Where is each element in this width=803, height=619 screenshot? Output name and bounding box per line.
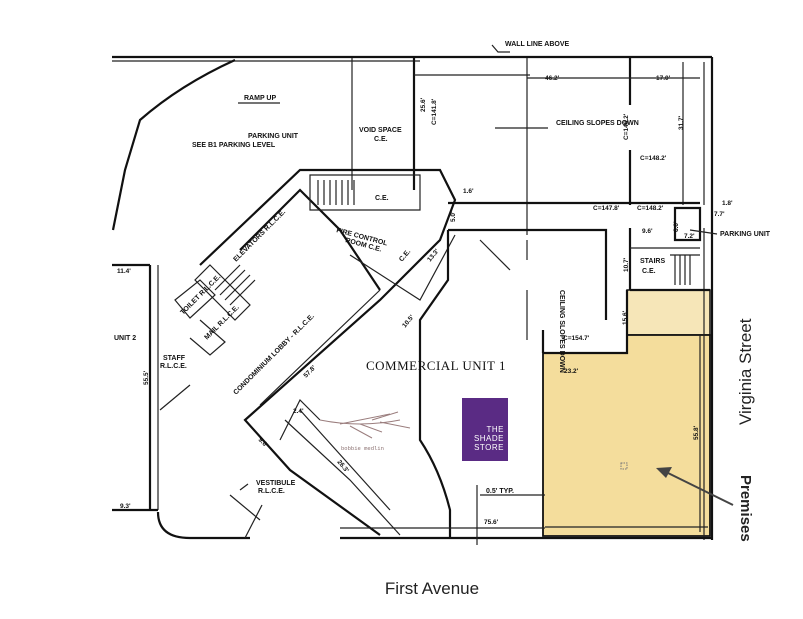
stairs-label: STAIRS — [640, 258, 665, 265]
vestibule-label: VESTIBULE — [256, 480, 296, 487]
dimension: 5.0' — [450, 211, 457, 222]
shade-store-logo: THE SHADE STORE — [462, 398, 508, 461]
toilet-label: TOILET R.L.C.E. — [179, 274, 222, 317]
unit-2-label: UNIT 2 — [114, 335, 136, 342]
svg-text:STORE: STORE — [474, 443, 504, 452]
dimension: 55.8' — [693, 425, 700, 440]
dimension: 1.8' — [722, 200, 733, 207]
virginia-street-label: Virginia Street — [736, 318, 755, 425]
dimension: 10.5' — [401, 314, 416, 330]
dimension: C=141.8' — [431, 98, 438, 125]
wall-line-above-label: WALL LINE ABOVE — [505, 41, 570, 48]
parking-unit-sub-label: SEE B1 PARKING LEVEL — [192, 142, 276, 149]
dimension: 1.6' — [463, 188, 474, 195]
dimension: C=148.2' — [640, 155, 667, 162]
dimension: 11.4' — [117, 268, 131, 275]
dimension: 6.0' — [673, 221, 680, 232]
first-avenue-label: First Avenue — [385, 579, 479, 598]
dimension: C=148.2' — [637, 205, 664, 212]
svg-text:bobbie medlin: bobbie medlin — [341, 445, 384, 452]
ramp-up-label: RAMP UP — [244, 95, 276, 102]
staff-sub-label: R.L.C.E. — [160, 363, 187, 370]
premises-callout: Premises — [656, 467, 754, 542]
premises-label: Premises — [737, 475, 754, 542]
ceiling-slopes-2-label: CEILING SLOPES DOWN — [558, 290, 565, 373]
dimension: 7.7' — [714, 211, 725, 218]
dimension: 31.7' — [678, 115, 685, 130]
svg-text:THE: THE — [487, 425, 505, 434]
dimension: C=146.2' — [623, 113, 630, 140]
typ-label: 0.5' TYP. — [486, 488, 514, 495]
ce-label-1: C.E. — [375, 195, 389, 202]
dimension: 55.5' — [143, 370, 150, 385]
parking-unit-label: PARKING UNIT — [248, 133, 299, 140]
stairs-ce-label: C.E. — [642, 268, 656, 275]
dimension: 13.3' — [426, 248, 441, 264]
vestibule-sub-label: R.L.C.E. — [258, 488, 285, 495]
dimension: 9.3' — [120, 503, 131, 510]
dimension: 25.6' — [420, 97, 427, 112]
dimension: 9.6' — [642, 228, 653, 235]
walls — [111, 55, 714, 545]
dimension: 75.6' — [484, 519, 499, 526]
staff-label: STAFF — [163, 355, 186, 362]
svg-text:SHADE: SHADE — [474, 434, 504, 443]
bobbie-medlin-logo: bobbie medlin — [319, 411, 411, 452]
commercial-unit-label[interactable]: COMMERCIAL UNIT 1 — [366, 358, 506, 373]
parking-unit-right-label: PARKING UNIT — [720, 231, 771, 238]
dimension: 9.6' — [257, 436, 270, 449]
dimension: C=147.8' — [593, 205, 620, 212]
void-space-label: VOID SPACE — [359, 127, 402, 134]
dimension: 2.4' — [293, 408, 304, 415]
elevators-label: ELEVATORS R.L.C.E. — [232, 209, 287, 264]
mail-label: MAIL R.L.C.E. — [203, 304, 240, 341]
dimension: 15.6' — [622, 310, 629, 325]
ce-label-2: C.E. — [398, 248, 412, 263]
condo-lobby-label: CONDOMINIUM LOBBY - R.L.C.E. — [232, 313, 316, 397]
dimension: 7.2' — [684, 233, 695, 240]
dimension: 26.3' — [335, 459, 350, 475]
dimension: C=154.7' — [563, 335, 590, 342]
dimension: 23.2' — [564, 368, 579, 375]
ceiling-slopes-label: CEILING SLOPES DOWN — [556, 120, 639, 127]
arrow-icon — [656, 467, 672, 478]
dimension: 10.7' — [623, 257, 630, 272]
void-space-ce-label: C.E. — [374, 136, 388, 143]
